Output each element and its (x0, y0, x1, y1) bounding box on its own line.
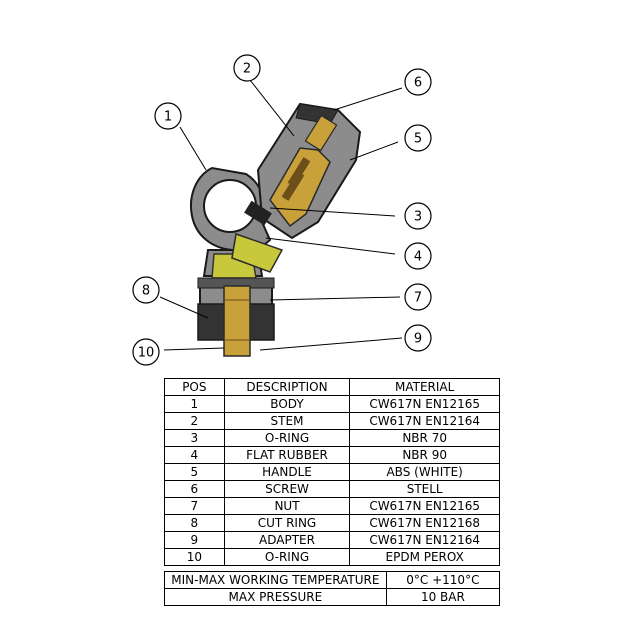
cell-description: ADAPTER (223, 531, 351, 549)
cell-description: CUT RING (223, 514, 351, 532)
callout-7: 7 (404, 283, 432, 311)
svg-text:9: 9 (414, 332, 422, 347)
header-pos: POS (164, 378, 225, 396)
cell-pos: 10 (164, 548, 225, 566)
callout-1: 1 (154, 102, 182, 130)
cell-material: NBR 90 (349, 446, 500, 464)
cell-pos: 6 (164, 480, 225, 498)
spec-value: 10 BAR (385, 588, 501, 606)
svg-text:6: 6 (414, 76, 422, 91)
cell-material: ABS (WHITE) (349, 463, 500, 481)
valve-body (190, 166, 272, 279)
callout-6: 6 (404, 68, 432, 96)
cell-pos: 7 (164, 497, 225, 515)
svg-text:2: 2 (243, 62, 251, 77)
cell-pos: 3 (164, 429, 225, 447)
callout-8: 8 (132, 276, 160, 304)
svg-text:4: 4 (414, 250, 422, 265)
cell-description: O-RING (223, 548, 351, 566)
header-description: DESCRIPTION (223, 378, 351, 396)
cell-material: CW617N EN12164 (349, 531, 500, 549)
callout-3: 3 (404, 202, 432, 230)
cell-material: CW617N EN12165 (349, 497, 500, 515)
header-material: MATERIAL (349, 378, 500, 396)
cell-description: O-RING (223, 429, 351, 447)
cell-material: EPDM PEROX (349, 548, 500, 566)
cell-pos: 1 (164, 395, 225, 413)
callout-4: 4 (404, 242, 432, 270)
spec-label: MIN-MAX WORKING TEMPERATURE (164, 571, 387, 589)
cell-material: CW617N EN12168 (349, 514, 500, 532)
svg-text:5: 5 (414, 132, 422, 147)
valve-stem (269, 114, 338, 228)
adapter (223, 285, 251, 357)
callout-5: 5 (404, 124, 432, 152)
cell-pos: 5 (164, 463, 225, 481)
callout-9: 9 (404, 324, 432, 352)
cell-pos: 2 (164, 412, 225, 430)
svg-text:7: 7 (414, 291, 422, 306)
svg-text:8: 8 (142, 284, 150, 299)
cell-description: HANDLE (223, 463, 351, 481)
cell-material: CW617N EN12164 (349, 412, 500, 430)
cell-material: CW617N EN12165 (349, 395, 500, 413)
spec-label: MAX PRESSURE (164, 588, 387, 606)
flat-rubber (231, 232, 284, 273)
spec-value: 0°C +110°C (385, 571, 501, 589)
parts-table-header: POS DESCRIPTION MATERIAL (164, 378, 500, 396)
cell-description: STEM (223, 412, 351, 430)
cell-material: STELL (349, 480, 500, 498)
o-ring-seal (244, 200, 272, 226)
svg-text:3: 3 (414, 210, 422, 225)
cell-pos: 4 (164, 446, 225, 464)
valve-cross-section-diagram: 1 2 3 4 5 6 7 8 9 10 (132, 54, 432, 366)
cell-material: NBR 70 (349, 429, 500, 447)
cell-description: FLAT RUBBER (223, 446, 351, 464)
cell-description: SCREW (223, 480, 351, 498)
cell-description: NUT (223, 497, 351, 515)
svg-text:10: 10 (138, 346, 155, 361)
cell-pos: 9 (164, 531, 225, 549)
cell-pos: 8 (164, 514, 225, 532)
svg-text:1: 1 (164, 110, 172, 125)
callout-2: 2 (233, 54, 261, 82)
cell-description: BODY (223, 395, 351, 413)
callout-10: 10 (132, 338, 160, 366)
